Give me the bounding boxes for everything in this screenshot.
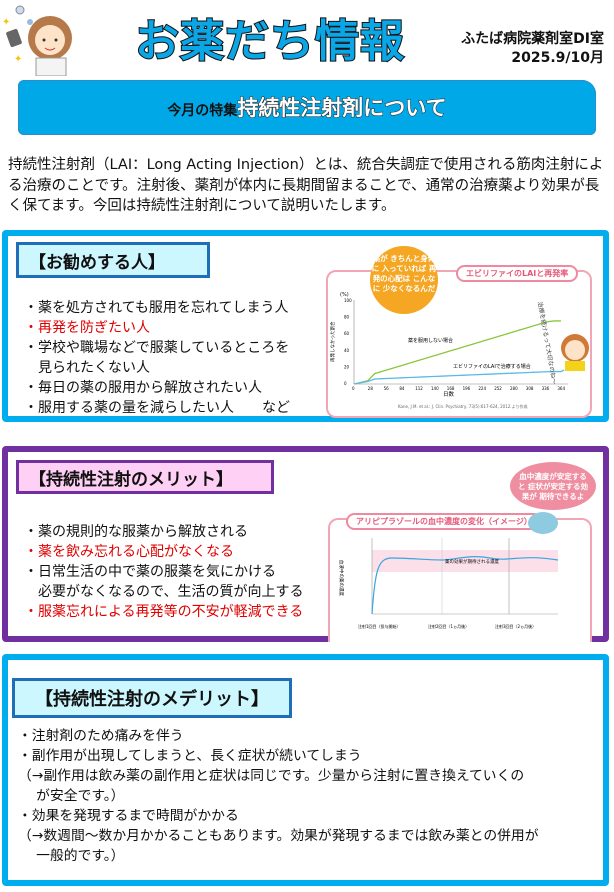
section-heading: 【持続性注射のメデリット】 [12, 678, 292, 718]
intro-paragraph: 持続性注射剤（LAI：Long Acting Injection）とは、統合失調… [8, 157, 604, 214]
y-unit: (%) [340, 292, 349, 298]
list-item: ・学校や職場などで服薬しているところを [24, 340, 290, 356]
list-item: ・日常生活の中で薬の服薬を気にかける [24, 564, 276, 580]
pharmacist-illustration: ✦✦ [0, 0, 82, 77]
svg-text:✦: ✦ [14, 54, 22, 65]
y-tick: 20 [344, 364, 350, 369]
x-tick: 56 [384, 386, 390, 391]
y-tick: 0 [344, 381, 347, 386]
x-tick: 224 [478, 386, 486, 391]
issue-date: 2025.9/10月 [511, 50, 604, 66]
list-item: ・薬を飲み忘れる心配がなくなる [24, 544, 234, 560]
x-tick: 280 [510, 386, 518, 391]
x-tick: 364 [557, 386, 565, 391]
organization: ふたば病院薬剤室DI室 [461, 31, 604, 47]
feature-prefix: 今月の特集 [167, 103, 238, 119]
list-item: （→数週間～数か月かかることもあります。効果が発現するまでは飲み薬との併用が [18, 828, 539, 844]
x-label: 日数 [443, 390, 455, 398]
demerit-list: ・注射剤のため痛みを伴う・副作用が出現してしまうと、長く症状が続いてしまう （→副… [18, 726, 539, 866]
newsletter-title: お薬だち情報 [134, 15, 405, 68]
list-item: 一般的です。） [18, 848, 125, 864]
x-tick: 140 [431, 386, 439, 391]
list-item: ・薬の規則的な服薬から解放される [24, 524, 248, 540]
list-item: ・副作用が出現してしまうと、長く症状が続いてしまう [18, 748, 362, 764]
section-heading: 【お勧めする人】 [16, 242, 210, 278]
merit-list: ・薬の規則的な服薬から解放される・薬を飲み忘れる心配がなくなる・日常生活の中で薬… [24, 522, 303, 622]
girl-illustration [561, 334, 589, 371]
series-b-label: エビリファイのLAIで治療する場合 [453, 363, 531, 370]
list-item: ・服用する薬の量を減らしたい人 など [24, 400, 290, 416]
merit-section: 【持続性注射のメリット】 ・薬の規則的な服薬から解放される・薬を飲み忘れる心配が… [2, 446, 609, 642]
series-a-label: 薬を服用しない場合 [408, 337, 453, 344]
svg-text:✦: ✦ [2, 17, 10, 28]
x-tick: 0 [352, 386, 355, 391]
relapse-chart: エビリファイのLAIと再発率 (%) 再発しなかった割合 0 28 56 84 112 1… [326, 265, 592, 418]
list-item: ・再発を防ぎたい人 [24, 320, 150, 336]
x-tick: 196 [463, 386, 471, 391]
mascot-illustration [528, 512, 558, 534]
x-tick: 168 [447, 386, 455, 391]
x-tick: 112 [415, 386, 423, 391]
mark-1: 注射1回目（投与開始） [358, 623, 401, 629]
x-tick: 252 [494, 386, 502, 391]
section-heading: 【持続性注射のメリット】 [16, 460, 274, 494]
chart-citation: Kane, J.M. et al.: J. Clin. Psychiatry, … [398, 403, 528, 409]
speech-bubble: 血中濃度が安定すると 症状が安定する効果が 期待できるよ [510, 462, 596, 510]
y-label: 血液中の薬の濃度 [338, 560, 345, 596]
y-tick: 80 [344, 315, 350, 320]
list-item: が安全です。） [18, 788, 125, 804]
speech-bubble: 薬が きちんと身体に 入っていれば 再発の心配は こんなに 少なくなるんだ [370, 246, 438, 314]
x-tick: 336 [542, 386, 550, 391]
band-label: 薬の効果が期待される濃度 [445, 558, 499, 565]
mark-3: 注射3回目（2ヵ月後） [495, 623, 536, 629]
y-label: 再発しなかった割合 [329, 321, 336, 362]
list-item: ・薬を処方されても服用を忘れてしまう人 [24, 300, 289, 316]
list-item: ・注射剤のため痛みを伴う [18, 728, 184, 744]
y-tick: 40 [344, 348, 350, 353]
issuer-block: ふたば病院薬剤室DI室 2025.9/10月 [461, 30, 604, 68]
x-tick: 84 [399, 386, 405, 391]
chart-tag: エビリファイのLAIと再発率 [456, 265, 579, 282]
demerit-section: 【持続性注射のメデリット】 ・注射剤のため痛みを伴う・副作用が出現してしまうと、… [2, 654, 609, 886]
list-item: 必要がなくなるので、生活の質が向上する [24, 584, 304, 600]
recommended-section: 【お勧めする人】 ・薬を処方されても服用を忘れてしまう人・再発を防ぎたい人・学校… [2, 230, 609, 422]
x-tick: 308 [526, 386, 534, 391]
list-item: ・効果を発現するまで時間がかかる [18, 808, 239, 824]
list-item: ・毎日の薬の服用から解放されたい人 [24, 380, 262, 396]
y-tick: 60 [344, 331, 350, 336]
list-item: （→副作用は飲み薬の副作用と症状は同じです。少量から注射に置き換えていくの [18, 768, 525, 784]
list-item: 見られたくない人 [24, 360, 150, 376]
recommended-list: ・薬を処方されても服用を忘れてしまう人・再発を防ぎたい人・学校や職場などで服薬し… [24, 298, 290, 418]
feature-banner: 今月の特集持続性注射剤について [18, 80, 596, 135]
x-tick: 28 [368, 386, 374, 391]
feature-topic: 持続性注射剤について [237, 96, 447, 121]
mark-2: 注射2回目（1ヵ月後） [428, 623, 469, 629]
y-tick: 100 [344, 298, 352, 303]
list-item: ・服薬忘れによる再発等の不安が軽減できる [24, 604, 304, 620]
concentration-chart: アリピプラゾールの血中濃度の変化（イメージ） 薬の効果が期待される濃度 血液中の… [328, 513, 592, 642]
